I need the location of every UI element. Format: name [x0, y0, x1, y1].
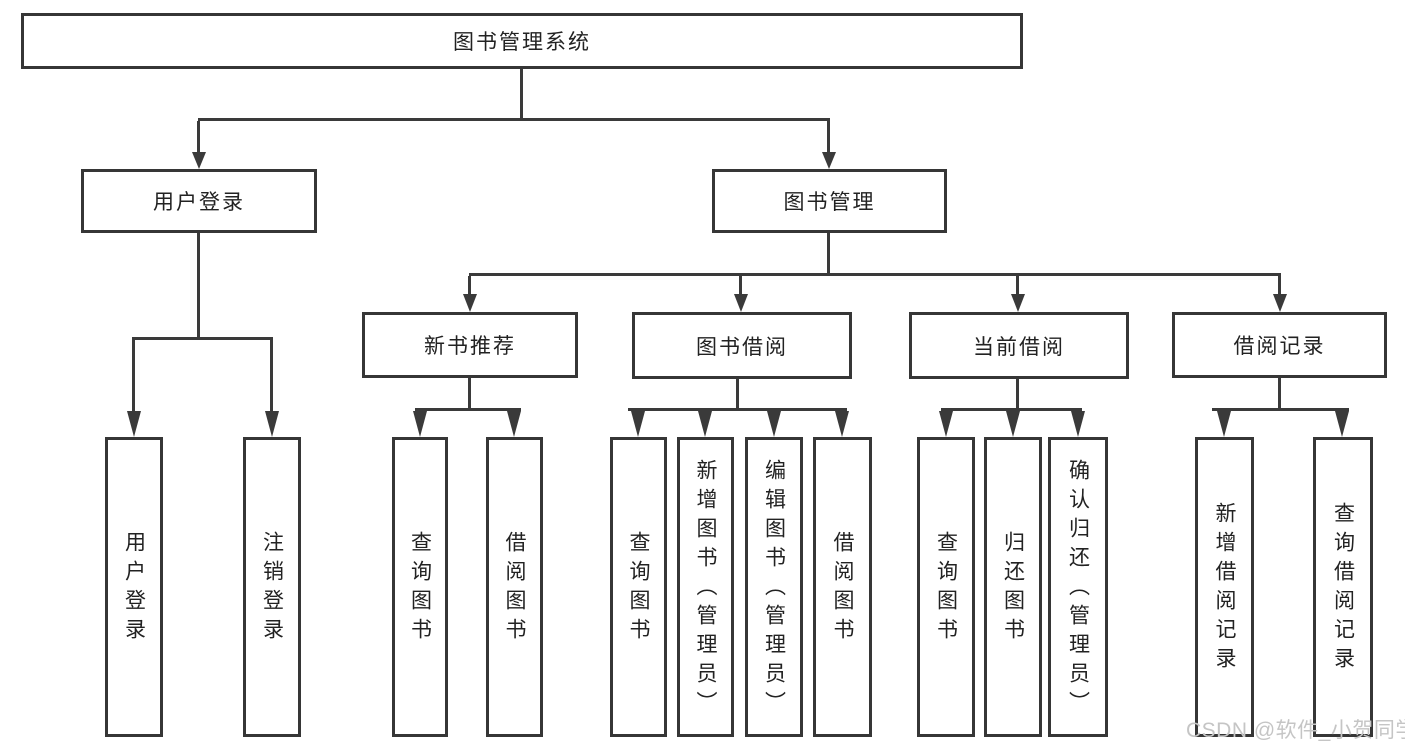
- connector-line: [468, 276, 471, 296]
- arrowhead-down-icon: [767, 411, 781, 437]
- node-book-management: 图书管理: [712, 169, 947, 233]
- connector-line: [132, 337, 273, 340]
- connector-line: [1016, 379, 1019, 411]
- connector-line: [827, 233, 830, 276]
- leaf-query-books-current: 查询图书: [917, 437, 975, 737]
- leaf-query-borrow-record: 查询借阅记录: [1313, 437, 1373, 737]
- arrowhead-down-icon: [939, 411, 953, 437]
- arrowhead-down-icon: [1071, 411, 1085, 437]
- connector-line: [628, 408, 847, 411]
- connector-line: [736, 379, 739, 411]
- node-book-borrowing: 图书借阅: [632, 312, 852, 379]
- connector-line: [520, 66, 523, 121]
- arrowhead-down-icon: [1011, 294, 1025, 312]
- connector-line: [198, 118, 830, 121]
- leaf-add-borrow-record: 新增借阅记录: [1195, 437, 1254, 737]
- arrowhead-down-icon: [265, 411, 279, 437]
- node-user-login: 用户登录: [81, 169, 317, 233]
- arrowhead-down-icon: [1273, 294, 1287, 312]
- connector-line: [469, 273, 1281, 276]
- connector-line: [197, 121, 200, 155]
- connector-line: [197, 233, 200, 340]
- arrowhead-down-icon: [1217, 411, 1231, 437]
- arrowhead-down-icon: [698, 411, 712, 437]
- csdn-watermark: CSDN @软件_小贺同学: [1186, 719, 1405, 742]
- leaf-edit-books-admin: 编辑图书（管理员）: [745, 437, 803, 737]
- leaf-query-books-recommend: 查询图书: [392, 437, 448, 737]
- arrowhead-down-icon: [631, 411, 645, 437]
- arrowhead-down-icon: [835, 411, 849, 437]
- leaf-borrow-books: 借阅图书: [813, 437, 872, 737]
- node-current-borrowing: 当前借阅: [909, 312, 1129, 379]
- node-new-book-recommendation: 新书推荐: [362, 312, 578, 378]
- arrowhead-down-icon: [1335, 411, 1349, 437]
- connector-line: [1278, 378, 1281, 411]
- node-borrowing-records: 借阅记录: [1172, 312, 1387, 378]
- arrowhead-down-icon: [507, 411, 521, 437]
- connector-line: [270, 340, 273, 415]
- connector-line: [415, 408, 521, 411]
- leaf-user-login: 用户登录: [105, 437, 163, 737]
- arrowhead-down-icon: [1006, 411, 1020, 437]
- leaf-query-books-borrow: 查询图书: [610, 437, 667, 737]
- leaf-confirm-return-admin: 确认归还（管理员）: [1048, 437, 1108, 737]
- connector-line: [132, 340, 135, 415]
- connector-line: [1278, 276, 1281, 296]
- connector-line: [739, 276, 742, 296]
- arrowhead-down-icon: [192, 152, 206, 169]
- leaf-borrow-books-recommend: 借阅图书: [486, 437, 543, 737]
- arrowhead-down-icon: [413, 411, 427, 437]
- connector-line: [468, 378, 471, 411]
- connector-line: [1016, 276, 1019, 296]
- arrowhead-down-icon: [822, 152, 836, 169]
- arrowhead-down-icon: [734, 294, 748, 312]
- leaf-return-books: 归还图书: [984, 437, 1042, 737]
- node-library-management-system: 图书管理系统: [21, 13, 1023, 69]
- arrowhead-down-icon: [463, 294, 477, 312]
- leaf-add-books-admin: 新增图书（管理员）: [677, 437, 734, 737]
- connector-line: [827, 121, 830, 155]
- leaf-logout-login: 注销登录: [243, 437, 301, 737]
- connector-line: [1212, 408, 1349, 411]
- connector-line: [941, 408, 1082, 411]
- arrowhead-down-icon: [127, 411, 141, 437]
